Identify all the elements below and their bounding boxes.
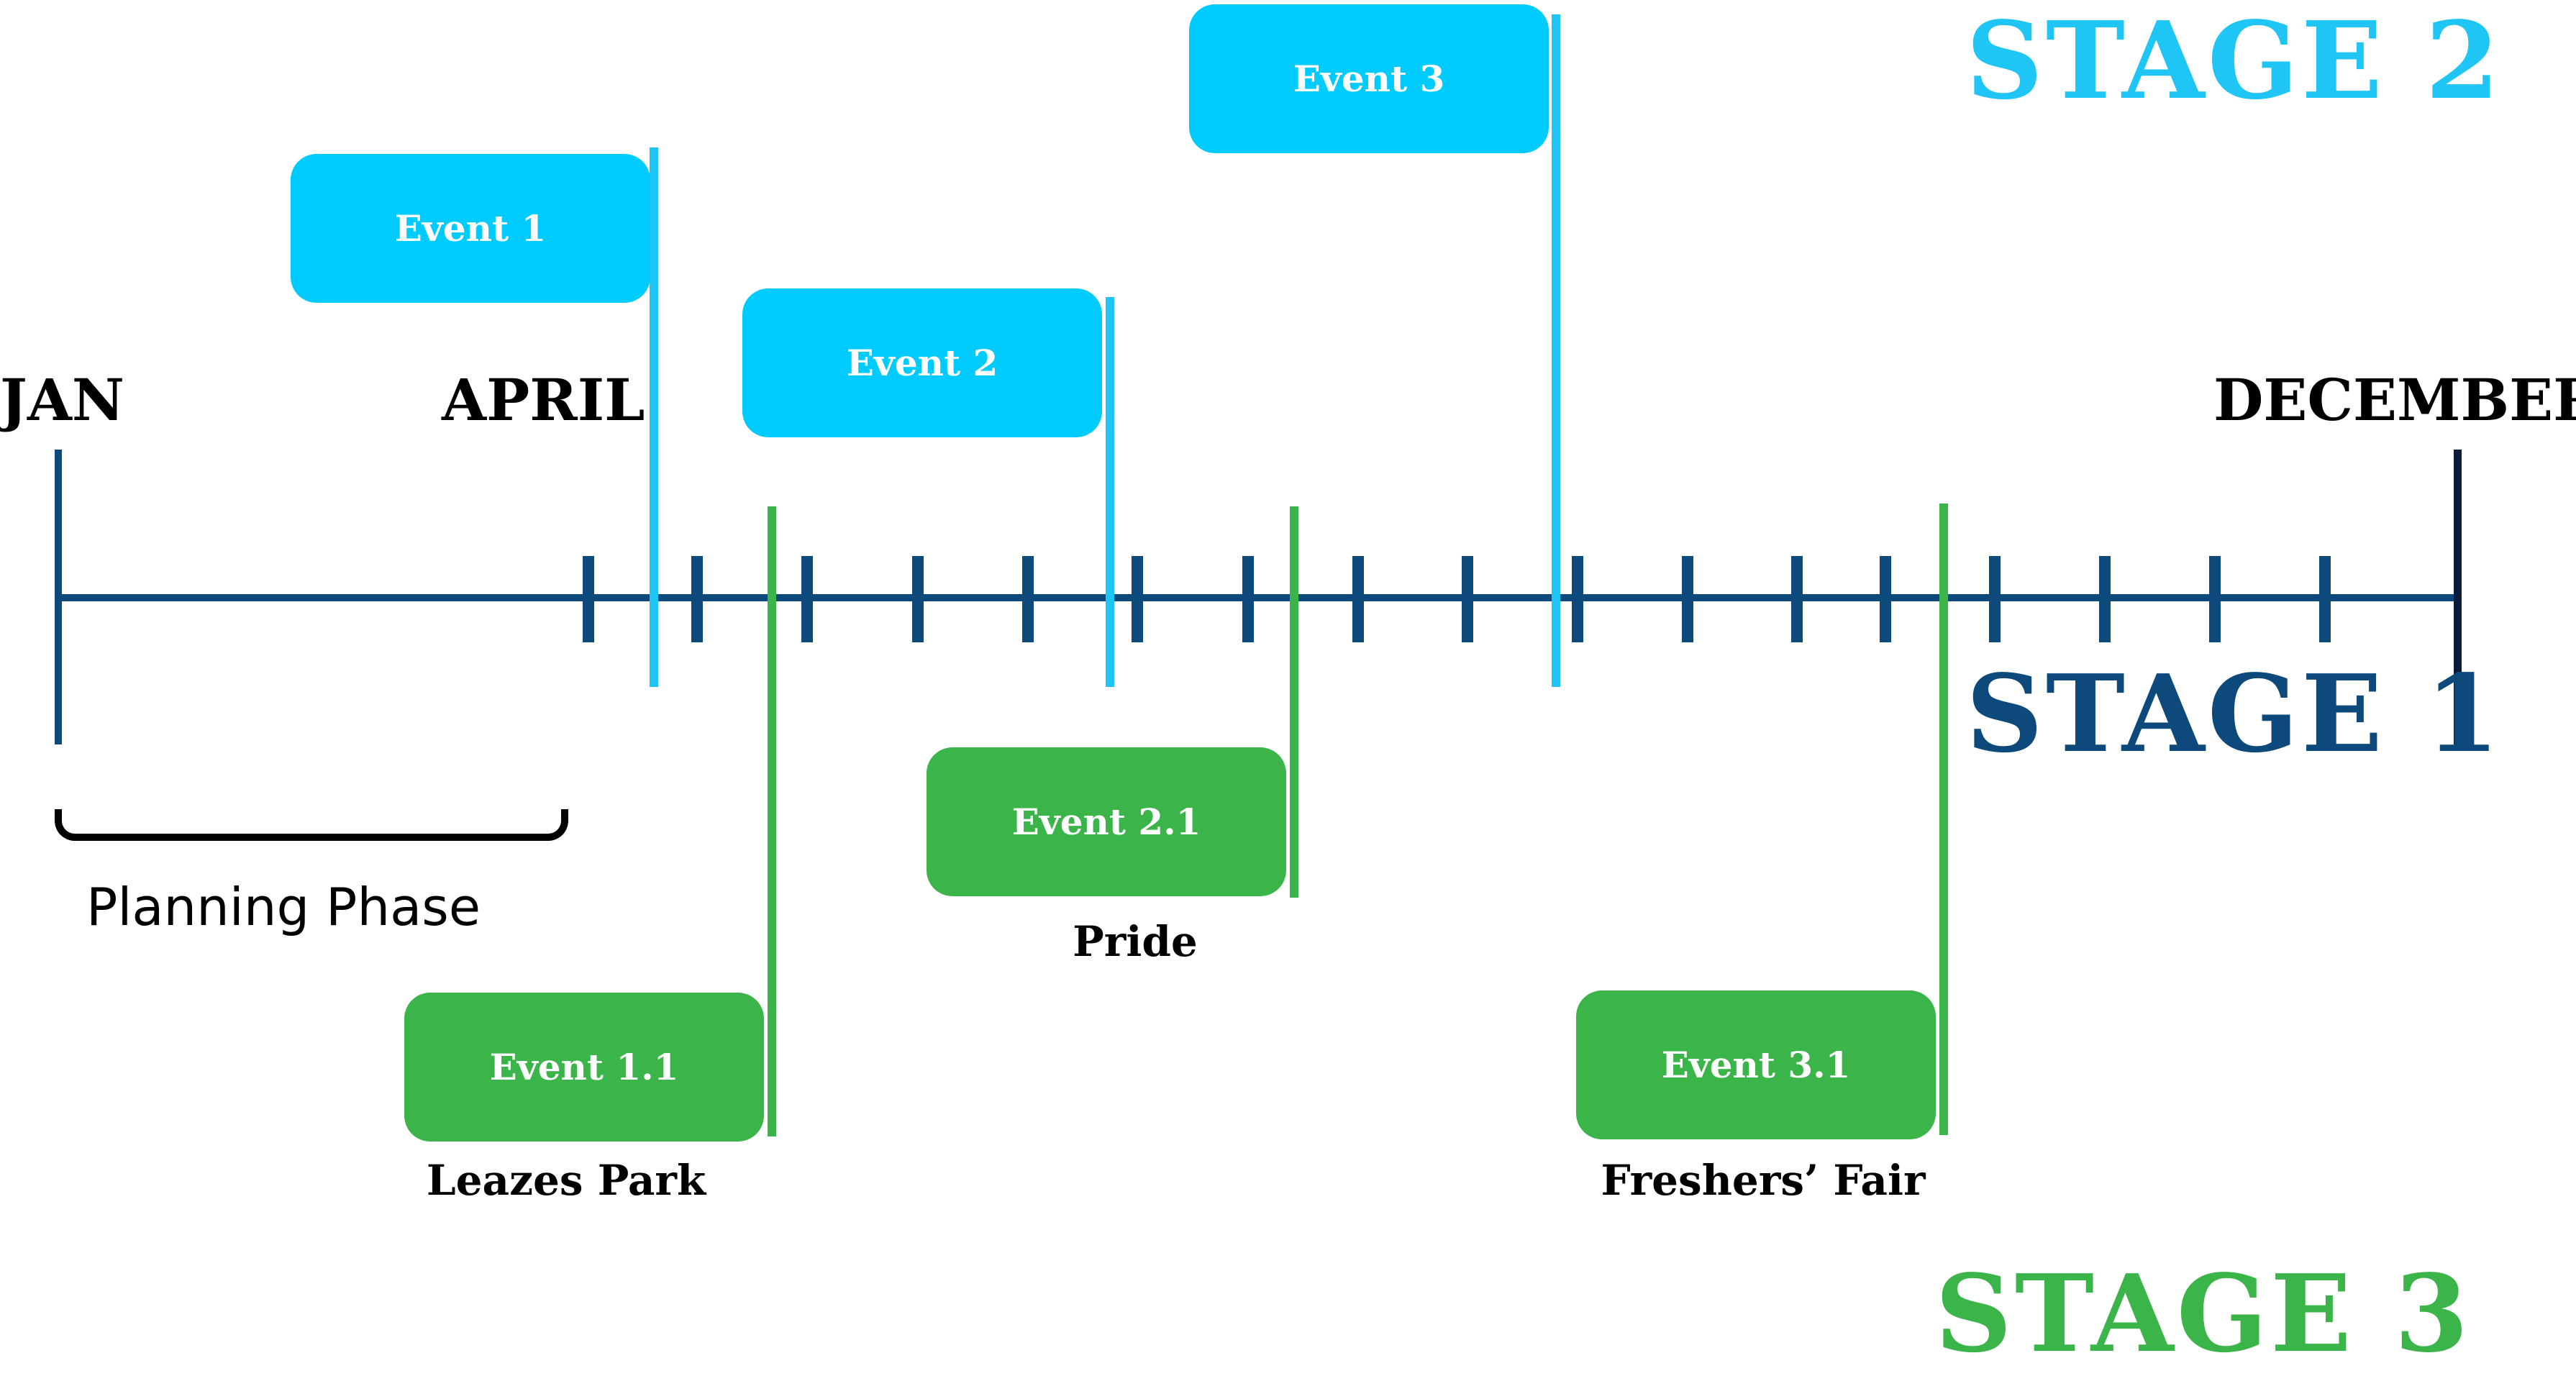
month-tick — [2319, 556, 2331, 642]
stage-2-label: STAGE 2 — [1966, 0, 2503, 123]
event-3-line — [1552, 14, 1560, 687]
event-2-box: Event 2 — [742, 288, 1102, 437]
event-3-box: Event 3 — [1189, 4, 1549, 153]
month-tick — [1880, 556, 1891, 642]
month-tick — [1352, 556, 1364, 642]
month-tick — [1989, 556, 2001, 642]
month-tick — [2099, 556, 2111, 642]
event-3-1-line — [1939, 504, 1948, 1135]
month-tick — [912, 556, 924, 642]
month-label-jan: JAN — [0, 366, 125, 434]
month-tick — [1791, 556, 1803, 642]
stage-3-label: STAGE 3 — [1935, 1251, 2472, 1376]
event-3-1-box: Event 3.1 — [1576, 990, 1936, 1139]
timeline-end-marker — [2454, 450, 2462, 744]
event-2-1-location: Pride — [1073, 917, 1198, 966]
stage-1-label: STAGE 1 — [1966, 651, 2503, 776]
month-tick — [1462, 556, 1473, 642]
event-1-box: Event 1 — [291, 154, 650, 303]
event-2-1-line — [1290, 506, 1298, 898]
month-label-april: APRIL — [442, 366, 645, 434]
event-1-1-box: Event 1.1 — [404, 993, 764, 1142]
event-2-line — [1106, 297, 1114, 687]
event-3-1-location: Freshers’ Fair — [1601, 1156, 1926, 1205]
event-1-1-location: Leazes Park — [426, 1156, 706, 1205]
timeline-axis — [55, 594, 2457, 601]
month-tick — [1572, 556, 1583, 642]
month-tick — [1682, 556, 1693, 642]
month-tick — [1132, 556, 1143, 642]
planning-phase-label: Planning Phase — [86, 877, 481, 937]
month-tick — [691, 556, 703, 642]
event-2-1-box: Event 2.1 — [927, 747, 1286, 896]
month-tick — [1242, 556, 1254, 642]
timeline-start-marker — [55, 450, 62, 744]
month-tick — [801, 556, 813, 642]
month-label-december: DECEMBER — [2213, 366, 2576, 434]
month-tick — [1022, 556, 1034, 642]
event-1-line — [650, 147, 658, 687]
event-1-1-line — [768, 506, 776, 1136]
month-tick — [2209, 556, 2221, 642]
month-tick — [583, 556, 594, 642]
planning-phase-brace — [55, 809, 568, 841]
